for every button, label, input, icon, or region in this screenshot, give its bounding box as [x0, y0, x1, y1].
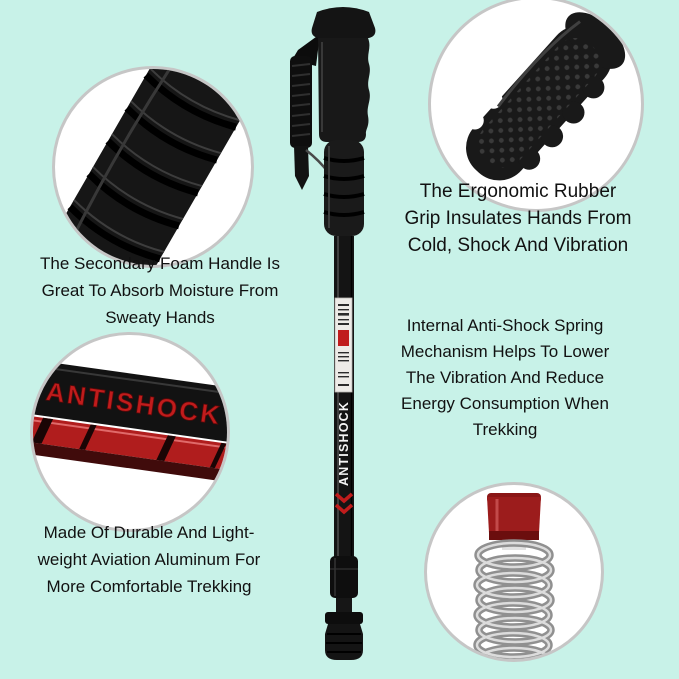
rubber-grip-caption: The Ergonomic Rubber Grip Insulates Hand…	[404, 181, 632, 256]
spec-label	[334, 297, 353, 393]
foam-handle	[323, 140, 365, 236]
spring-coils	[473, 539, 555, 659]
spring-cap	[487, 493, 541, 540]
anti-shock-spring-zoom-drawing	[473, 493, 555, 659]
foam-handle-zoom-circle	[52, 66, 254, 268]
aluminum-shaft-zoom-circle: ANTISHOCK	[30, 332, 230, 532]
rubber-grip	[311, 7, 376, 142]
shaft-chevrons-icon	[334, 492, 354, 515]
rubber-tip	[325, 612, 363, 660]
shaft-brand-text: ANTISHOCK	[337, 401, 351, 486]
rubber-grip-zoom-circle	[428, 0, 644, 212]
foam-handle-zoom-drawing	[61, 69, 245, 265]
anti-shock-spring-zoom-circle	[424, 482, 604, 662]
aluminum-shaft-caption: Made Of Durable And Light- weight Aviati…	[37, 523, 261, 596]
anti-shock-spring-caption: Internal Anti-Shock Spring Mechanism Hel…	[400, 316, 610, 439]
rubber-grip-zoom-drawing	[447, 12, 626, 181]
aluminum-shaft-zoom-drawing: ANTISHOCK	[33, 356, 227, 486]
lock-collar	[330, 556, 358, 598]
label-red-block	[338, 330, 349, 346]
foam-handle-caption: The Secondary Foam Handle Is Great To Ab…	[39, 254, 280, 327]
